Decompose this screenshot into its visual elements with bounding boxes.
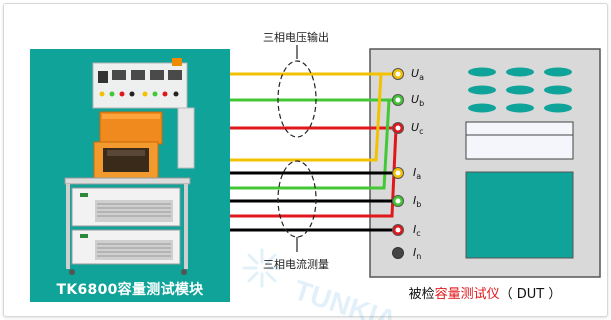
voltage-link-wires [230,73,398,218]
terminal-ub [392,94,404,106]
terminal-label-ib: Ib [413,194,422,209]
dut-display [465,121,574,160]
dut-caption: 被检容量测试仪（ DUT ） [370,283,600,302]
current-wires [230,171,398,232]
dut-indicator-grid [468,67,572,113]
terminal-ic [392,224,404,236]
terminal-label-ic: Ic [413,223,421,238]
terminal-label-ia: Ia [413,166,422,181]
terminal-in [392,247,404,259]
terminal-uc [392,122,404,134]
voltage-group-ellipse [277,60,317,138]
terminal-label-in: In [413,246,422,261]
dut-caption-highlight: 容量测试仪 [434,287,500,302]
terminal-ib [392,195,404,207]
terminal-ua [392,68,404,80]
dut-caption-prefix: 被检 [408,287,435,302]
terminal-ia [392,167,404,179]
current-group-ellipse [277,160,317,238]
current-measure-label: 三相电流测量 [263,258,329,271]
module-equipment-illustration [64,58,195,275]
voltage-wires [230,72,398,130]
voltage-output-label: 三相电压输出 [263,31,329,44]
terminal-label-ub: Ub [411,93,425,108]
module-caption: TK6800容量测试模块 [56,282,204,298]
terminal-label-ua: Ua [411,67,424,82]
dut-caption-suffix: （ DUT ） [499,287,562,302]
terminal-label-uc: Uc [411,121,424,136]
dut-screen [465,171,574,259]
